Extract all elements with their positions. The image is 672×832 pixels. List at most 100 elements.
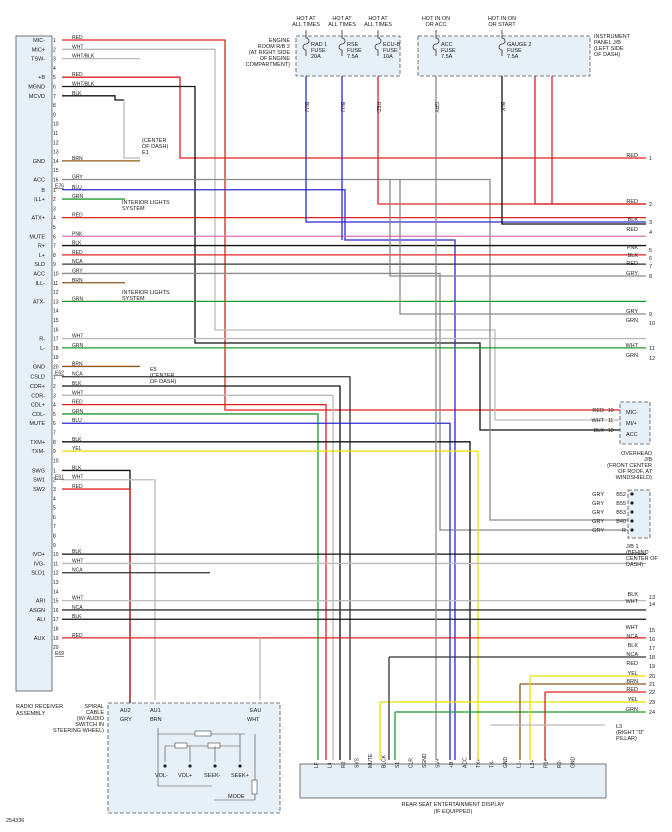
radio-pin-number: 19 xyxy=(53,636,59,642)
mute2-wire xyxy=(62,422,451,760)
fuse-header: HOT IN ON xyxy=(422,16,450,22)
right-wire-color: BLK xyxy=(628,253,639,259)
radio-pin-number: 6 xyxy=(53,234,56,240)
radio-pin-label: ASGN xyxy=(29,608,45,614)
overhead-wire-color: WHT xyxy=(591,418,604,424)
radio-title-line2: ASSEMBLY xyxy=(16,711,46,717)
radio-pin-number: 2 xyxy=(53,197,56,203)
fuse-header: ALL TIMES xyxy=(292,22,320,28)
radio-pin-color: GRN xyxy=(72,296,84,302)
radio-pin-number: 7 xyxy=(53,431,56,437)
radio-pin-color: BLK xyxy=(72,437,82,443)
radio-pin-label: CDR- xyxy=(31,393,45,399)
fuse-wire-color: BLU xyxy=(339,102,345,112)
svg-text:COMPARTMENT): COMPARTMENT) xyxy=(246,62,291,68)
radio-pin-label: R+ xyxy=(38,244,45,250)
overhead-wire-number: 12 xyxy=(608,428,614,434)
right-wire-number: 1 xyxy=(649,156,652,162)
radio-pin-color: GRN xyxy=(72,409,84,415)
svg-text:(CENTER: (CENTER xyxy=(142,138,166,144)
right-wire-color: GRN xyxy=(626,318,638,324)
radio-pin-label: ALI xyxy=(37,617,46,623)
overhead-jb-title: OVERHEAD J/B (FRONT CENTER OF ROOF, AT W… xyxy=(607,451,652,481)
radio-pin-label: GND xyxy=(33,159,45,165)
right-wire-color: NCA xyxy=(626,652,638,658)
ecu-b-fuse-wire xyxy=(377,76,646,205)
fuse-wire-color: BLK xyxy=(499,102,505,112)
radio-pin-number: 11 xyxy=(53,561,58,567)
radio-pin-number: 2 xyxy=(53,384,56,390)
radio-pin-label: IVG- xyxy=(34,561,45,567)
svg-text:MI/+: MI/+ xyxy=(626,421,637,427)
radio-pin-label: CDL+ xyxy=(31,403,45,409)
svg-text:CENTER OF: CENTER OF xyxy=(626,556,658,562)
jb1-pin-label: B52 xyxy=(616,492,626,498)
radio-pin-number: 6 xyxy=(53,515,56,521)
right-wire-color: GRY xyxy=(626,309,638,315)
right-wire-color: YEL xyxy=(628,697,638,703)
jb1-pin-dot xyxy=(630,501,634,505)
right-wire-color: BLK xyxy=(628,217,639,223)
cdl-minus-wire xyxy=(62,413,319,760)
rsed-pin-label: SV+ xyxy=(436,758,442,768)
radio-pin-number: 10 xyxy=(53,458,59,464)
overhead-wire-color: BLK xyxy=(594,428,605,434)
radio-pin-number: 19 xyxy=(53,355,59,361)
fuse-header: OR ACC xyxy=(425,22,446,28)
radio-pin-number: 4 xyxy=(53,496,56,502)
radio-pin-label: MIC- xyxy=(33,38,45,44)
right-wire-number: 7 xyxy=(649,264,652,270)
radio-pin-color: WHT xyxy=(72,475,83,481)
b-wire xyxy=(62,189,456,760)
fuse-name: FUSE xyxy=(383,48,398,54)
right-wire-number: 24 xyxy=(649,710,655,716)
svg-text:EAU: EAU xyxy=(250,708,261,714)
radio-pin-number: 12 xyxy=(53,571,59,577)
rsed-pin-label: R2- xyxy=(557,760,563,768)
fuse-name: ACC xyxy=(441,42,453,48)
svg-text:(W/ AUDIO: (W/ AUDIO xyxy=(77,716,105,722)
right-wire-number: 18 xyxy=(649,655,655,661)
svg-text:J/B 1: J/B 1 xyxy=(626,544,639,550)
rad1-fuse-wire xyxy=(305,76,646,223)
right-wire-color: BLK xyxy=(628,643,639,649)
radio-pin-color: RED xyxy=(72,213,83,219)
fuse-name: RAD 1 xyxy=(311,42,327,48)
radio-pin-number: 4 xyxy=(53,216,56,222)
svg-text:ROOM R/B 2: ROOM R/B 2 xyxy=(258,44,290,50)
radio-pin-number: 11 xyxy=(53,281,58,287)
cdl-plus-wire xyxy=(62,403,327,760)
right-wire-number: 15 xyxy=(649,628,655,634)
radio-pin-number: 1 xyxy=(53,38,56,44)
svg-text:E1: E1 xyxy=(142,150,149,156)
radio-pin-label: SWG xyxy=(32,468,45,474)
right-wire-number: 9 xyxy=(649,312,652,318)
radio-pin-number: 8 xyxy=(53,534,56,540)
svg-text:OF DASH): OF DASH) xyxy=(594,52,620,58)
radio-pin-color: RED xyxy=(72,400,83,406)
right-wire-number: 4 xyxy=(649,230,652,236)
gry-9-wire xyxy=(399,179,646,315)
right-wire-color: WHT xyxy=(625,599,638,605)
radio-pin-number: 12 xyxy=(53,290,59,296)
fuse-name: 7.5A xyxy=(507,54,519,60)
radio-pin-label: MIC+ xyxy=(32,47,45,53)
jb1-pin-dot xyxy=(630,519,634,523)
svg-text:J/B: J/B xyxy=(644,457,652,463)
jb1-pin-dot xyxy=(630,510,634,514)
right-wire-color: RED xyxy=(626,661,638,667)
radio-pin-label: TXM+ xyxy=(30,440,45,446)
svg-text:OF DASH): OF DASH) xyxy=(150,379,176,385)
radio-pin-label: SLD xyxy=(34,262,45,268)
rsed-pin-label: LF xyxy=(314,762,320,768)
mic-minus-wire xyxy=(62,39,620,411)
radio-pin-color: RED xyxy=(72,250,83,256)
fuse-name: FUSE xyxy=(311,48,326,54)
engine-room-rb-label: ENGINE ROOM R/B 2 (AT RIGHT SIDE OF ENGI… xyxy=(246,38,291,68)
radio-pin-label: SW1 xyxy=(33,478,45,484)
radio-pin-color: PNK xyxy=(72,231,83,237)
txm-plus-wire xyxy=(62,441,471,760)
radio-pin-number: 15 xyxy=(53,318,59,324)
rsed-pin-label: +B xyxy=(449,761,455,768)
